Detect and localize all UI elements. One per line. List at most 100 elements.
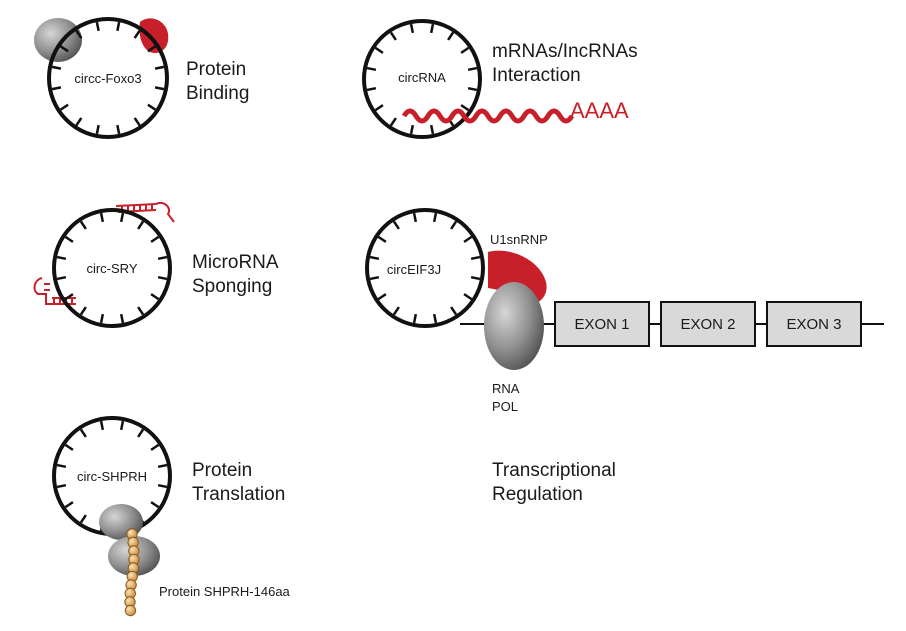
panel-rna-interaction: circRNA AAAA mRNAs/IncRNAs Interaction xyxy=(362,19,638,139)
ring-tick xyxy=(99,420,105,431)
ring-tick xyxy=(56,275,67,281)
circle-label: circRNA xyxy=(398,70,446,85)
ring-tick xyxy=(64,501,74,509)
ring-tick xyxy=(409,23,415,34)
ring-tick xyxy=(460,46,470,54)
amino-acid-bead xyxy=(124,604,137,617)
ring-tick xyxy=(369,275,380,281)
ring-tick xyxy=(150,443,160,451)
panel-title-line2: Sponging xyxy=(192,276,272,297)
ring-tick xyxy=(432,212,438,223)
ring-tick xyxy=(64,293,74,301)
exon-1-label: EXON 1 xyxy=(574,316,629,333)
protein-blob-red xyxy=(139,18,169,54)
ring-tick xyxy=(374,46,384,54)
ring-tick xyxy=(56,255,67,261)
panel-title-line1: Transcriptional xyxy=(492,460,616,481)
ring-tick xyxy=(95,124,100,135)
ring-tick xyxy=(75,29,83,39)
ring-tick xyxy=(133,29,141,39)
circle-label: circ-SRY xyxy=(86,261,137,276)
ring-tick xyxy=(119,212,125,223)
panel-title-line2: Translation xyxy=(192,484,285,505)
ring-tick xyxy=(377,293,387,301)
panel-title-line1: mRNAs/IncRNAs xyxy=(492,41,638,62)
ring-tick xyxy=(99,313,105,324)
ring-tick xyxy=(460,104,470,112)
circle-label: circEIF3J xyxy=(387,262,441,277)
ring-tick xyxy=(75,117,83,127)
ring-tick xyxy=(432,313,438,324)
ring-tick xyxy=(389,31,397,41)
exon-2: EXON 2 xyxy=(660,301,756,347)
ring-tick xyxy=(450,220,458,230)
rna-pol-label-line2: POL xyxy=(492,399,518,414)
rna-pol-label-line1: RNA xyxy=(492,381,520,396)
exon-2-label: EXON 2 xyxy=(680,316,735,333)
ring-tick xyxy=(366,66,377,72)
ring-tick xyxy=(99,212,105,223)
ring-tick xyxy=(59,45,69,53)
ring-tick xyxy=(79,514,87,524)
circle-label: circc-Foxo3 xyxy=(74,71,141,86)
ring-tick xyxy=(392,306,400,316)
panel-protein-translation: circ-SHPRH Protein Translation Protein S… xyxy=(52,416,291,617)
circle-label: circ-SHPRH xyxy=(77,469,147,484)
ring-tick xyxy=(467,86,478,92)
ring-tick xyxy=(412,212,418,223)
ring-tick xyxy=(79,306,87,316)
panel-title-line2: Regulation xyxy=(492,484,583,505)
exon-3: EXON 3 xyxy=(766,301,862,347)
ring-tick xyxy=(56,463,67,469)
ring-tick xyxy=(137,428,145,438)
ring-tick xyxy=(56,483,67,489)
circrna-ring xyxy=(362,19,482,139)
ring-tick xyxy=(409,124,415,135)
rna-pol-blob xyxy=(484,282,544,370)
mrna-wave xyxy=(401,108,575,124)
ring-tick xyxy=(51,86,62,91)
ring-tick xyxy=(470,275,481,281)
ring-tick xyxy=(133,117,141,127)
panel-title-line2: Interaction xyxy=(492,65,581,86)
ring-tick xyxy=(147,45,157,53)
ring-tick xyxy=(377,235,387,243)
ring-tick xyxy=(79,220,87,230)
ring-tick xyxy=(467,66,478,72)
panel-title-line1: Protein xyxy=(192,460,252,481)
protein-blob-gray xyxy=(34,18,82,62)
exon-3-label: EXON 3 xyxy=(786,316,841,333)
ring-tick xyxy=(157,483,168,489)
ring-tick xyxy=(59,103,69,111)
exon-1: EXON 1 xyxy=(554,301,650,347)
peptide-chain xyxy=(124,528,140,617)
ring-tick xyxy=(412,313,418,324)
ring-tick xyxy=(154,86,165,91)
ring-tick xyxy=(95,21,100,32)
ring-tick xyxy=(470,255,481,261)
panel-protein-binding: circc-Foxo3 Protein Binding xyxy=(34,17,249,139)
ring-tick xyxy=(51,65,62,70)
ring-tick xyxy=(157,463,168,469)
ring-tick xyxy=(447,31,455,41)
ring-tick xyxy=(392,220,400,230)
panel-microrna-sponging: circ-SRY MicroRNA Sponging xyxy=(33,202,279,328)
ring-tick xyxy=(389,117,397,127)
ring-tick xyxy=(374,104,384,112)
circrna-ring xyxy=(365,208,485,328)
ring-tick xyxy=(463,293,473,301)
ring-tick xyxy=(147,103,157,111)
ring-tick xyxy=(429,23,435,34)
ring-tick xyxy=(116,21,121,32)
polya-tail: AAAA xyxy=(570,98,629,123)
ring-tick xyxy=(154,65,165,70)
circrna-ring xyxy=(52,208,172,328)
ring-tick xyxy=(137,306,145,316)
ring-tick xyxy=(137,220,145,230)
peptide-label: Protein SHPRH-146aa xyxy=(159,584,291,599)
ring-tick xyxy=(157,255,168,261)
panel-title-line1: MicroRNA xyxy=(192,252,279,273)
ring-tick xyxy=(119,420,125,431)
panel-title-line2: Binding xyxy=(186,83,249,104)
